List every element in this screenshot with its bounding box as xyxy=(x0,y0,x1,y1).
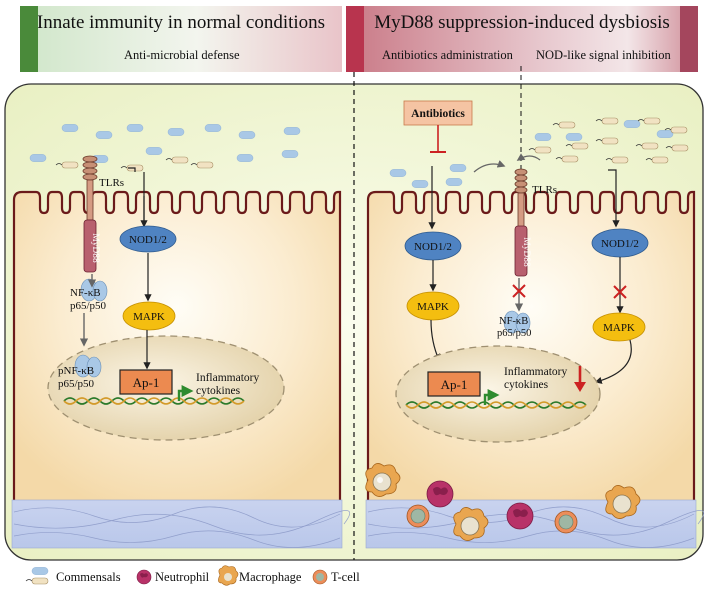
promoter-arrow-right xyxy=(483,389,500,405)
label-ap1-right: Ap-1 xyxy=(441,377,468,392)
header-right-subtitle-antibiotics: Antibiotics administration xyxy=(382,48,513,62)
ap1-box-right xyxy=(427,371,481,397)
decrease-arrow-icon xyxy=(574,366,586,392)
label-myd88-left: MyD88 xyxy=(90,233,100,263)
arrow-to-nod-right-b xyxy=(608,169,620,228)
header-left-subtitle: Anti-microbial defense xyxy=(124,48,240,62)
legend: Commensals Neutrophil Macrophage T-cell xyxy=(14,566,514,588)
label-nod-right-a: NOD1/2 xyxy=(414,241,452,253)
block-cross-nod xyxy=(613,285,627,299)
immune-cells-right xyxy=(365,463,641,541)
neutrophil-cell xyxy=(506,502,534,530)
label-pnfkb-p65p50: p65/p50 xyxy=(58,378,95,390)
macrophage-cell xyxy=(605,485,641,519)
label-mapk-right-b: MAPK xyxy=(603,322,635,334)
label-nfkb-right: NF-κB xyxy=(499,316,528,327)
label-p65p50-right: p65/p50 xyxy=(497,328,531,339)
header-dysbiosis: MyD88 suppression-induced dysbiosis Anti… xyxy=(346,6,698,72)
nod-node-left xyxy=(119,225,177,253)
label-pnfkb: pNF-κB xyxy=(58,365,94,377)
arrow-shift-right xyxy=(473,160,506,173)
tcell-legend-icon xyxy=(312,569,328,585)
neutrophil-legend-icon xyxy=(136,569,152,585)
label-nod-right-b: NOD1/2 xyxy=(601,238,639,250)
label-nfkb-left: NF-κB xyxy=(70,287,101,299)
label-ap1-left: Ap-1 xyxy=(133,375,160,390)
label-myd88-right: MyD88 xyxy=(521,237,531,267)
header-normal-conditions: Innate immunity in normal conditions Ant… xyxy=(20,6,342,72)
header-right-accent-bar xyxy=(346,6,364,72)
header-right-title: MyD88 suppression-induced dysbiosis xyxy=(374,12,670,33)
lamina-propria-left xyxy=(11,499,343,549)
label-mapk-right-a: MAPK xyxy=(417,301,449,313)
label-antibiotics: Antibiotics xyxy=(411,108,465,120)
nucleus-right xyxy=(395,345,601,443)
label-cytokines-right-1: Inflammatory xyxy=(504,366,567,378)
pnfkb-complex xyxy=(74,354,102,378)
legend-tcell: T-cell xyxy=(331,570,360,584)
tlr-receptor-left xyxy=(82,155,98,273)
legend-icons xyxy=(25,565,328,586)
legend-neutrophil: Neutrophil xyxy=(155,570,210,584)
label-cytokines-left-2: cytokines xyxy=(196,385,241,397)
legend-macrophage: Macrophage xyxy=(239,570,302,584)
macrophage-cell xyxy=(365,463,401,497)
arrow-mapk-nucleus-right xyxy=(594,339,632,384)
tcell-cell xyxy=(554,510,578,534)
label-tlrs-left: TLRs xyxy=(99,177,124,189)
macrophage-cell xyxy=(453,507,489,541)
mapk-node-left xyxy=(122,301,176,331)
label-cytokines-left-1: Inflammatory xyxy=(196,372,259,384)
header-left-accent-bar xyxy=(20,6,38,72)
label-tlrs-right: TLRs xyxy=(532,184,557,196)
header-right-accent-bar-end xyxy=(680,6,698,72)
header-left-title: Innate immunity in normal conditions xyxy=(36,12,326,33)
antibiotics-box xyxy=(403,100,473,126)
legend-commensals: Commensals xyxy=(56,570,121,584)
nfkb-complex-right xyxy=(503,310,531,334)
arrow-shift-left xyxy=(516,153,541,161)
macrophage-legend-icon xyxy=(218,565,239,586)
label-nod-left: NOD1/2 xyxy=(129,234,167,246)
label-mapk-left: MAPK xyxy=(133,311,165,323)
label-p65p50-left: p65/p50 xyxy=(70,300,107,312)
label-cytokines-right-2: cytokines xyxy=(504,379,549,391)
tlr-receptor-right xyxy=(514,168,528,277)
mapk-node-right-b xyxy=(592,312,646,342)
neutrophil-cell xyxy=(426,480,454,508)
block-cross-myd88 xyxy=(512,284,526,298)
mapk-node-right-a xyxy=(406,291,460,321)
ap1-box-left xyxy=(119,369,173,395)
promoter-arrow-left xyxy=(177,385,194,401)
header-right-subtitle-nod: NOD-like signal inhibition xyxy=(536,48,671,62)
tcell-cell xyxy=(406,504,430,528)
